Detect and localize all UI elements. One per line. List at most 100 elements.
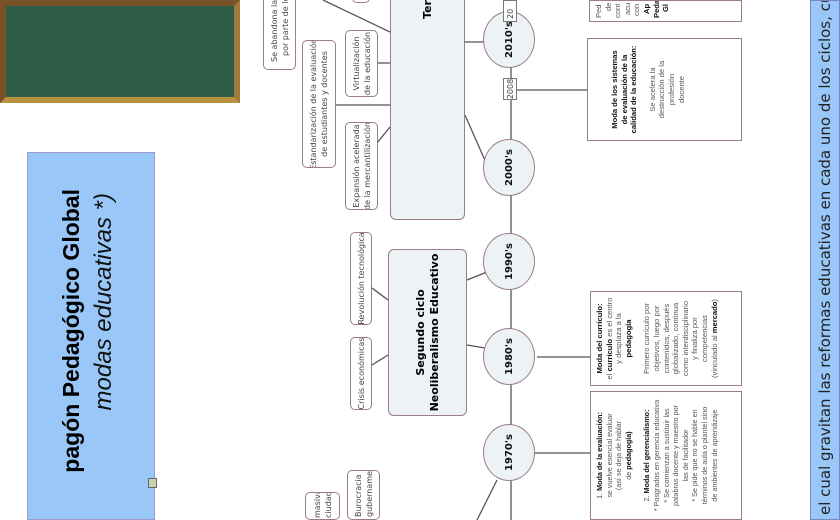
note-line: docente [676, 75, 686, 104]
decade-label: 1990's [503, 243, 515, 280]
connector-expansion [376, 126, 391, 144]
tag-line: Se abandona la ag [269, 0, 279, 62]
tag-line: de la educación [362, 31, 372, 96]
note-text: ) [709, 299, 719, 302]
note-line: como interdisciplinario [680, 300, 690, 377]
note-line: destrucción de la [657, 60, 667, 119]
note-line: globalizado, continua [671, 302, 681, 375]
decade-2000s: 2000's [483, 139, 535, 196]
note-bold: pedagogía [623, 319, 633, 358]
note-text: (vinculado al [709, 333, 719, 378]
note-line: de [603, 2, 613, 11]
title-box: pagón Pedagógico Global modas educativas… [27, 152, 155, 520]
tag-line: Revolución tecnológica [356, 232, 366, 325]
tag-line: de la mercantilización [362, 122, 372, 210]
decade-1970s: 1970's [483, 424, 535, 481]
title-main: pagón Pedagógico Global [58, 189, 84, 473]
decade-label: 2010's [503, 21, 515, 58]
note-heading: Moda de la evaluación: [595, 412, 604, 491]
note-curriculo: Moda del currículo: el currículo es el c… [590, 291, 742, 386]
note-line: competencias [699, 315, 709, 362]
connector-1970-down [476, 479, 498, 520]
note-bold: pedagogía [623, 433, 633, 470]
embedded-object-icon[interactable] [148, 478, 157, 488]
note-line: * Se comienzan a sustituir las [661, 408, 671, 503]
note-line: * Se pide que no se hable en [690, 409, 700, 502]
tag-line: de estudiantes y docentes [320, 51, 329, 157]
note-text: 1. [595, 490, 604, 499]
connector-crisis [371, 354, 389, 366]
decade-1990s: 1990's [483, 233, 535, 290]
connector-1990-segundo [466, 271, 488, 281]
note-line: Ap [641, 3, 651, 14]
note-line: palabras docente y maestro por [671, 404, 681, 507]
year-mark-2008: 2008 [503, 78, 517, 100]
tag-abandona: Se abandona la ag por parte de los [263, 0, 296, 70]
tag-line: Estandarización de la evaluación [309, 40, 318, 168]
note-line: acu [622, 2, 632, 15]
tag-revolucion: Revolución tecnológica [350, 232, 372, 325]
note-heading: de evaluación de la [619, 54, 629, 125]
note-line: cont [613, 3, 623, 18]
note-bold: mercado [709, 301, 719, 334]
note-line: Primero currículo por [642, 303, 652, 374]
note-line: términos de aula o plantel sino [699, 406, 709, 505]
tag-crisis: Crisis económicas [350, 337, 372, 410]
connector-2000-tercer [464, 114, 488, 166]
note-line: de ambientes de aprendizaje [709, 409, 719, 502]
tag-burocracia: Burocracia gubernamental [347, 470, 380, 520]
second-cycle-box: Segundo ciclo Neoliberalismo Educativo [388, 249, 467, 416]
tag-line: Crisis económicas [356, 337, 366, 410]
note-heading: Moda del currículo: [595, 303, 604, 374]
connector-1980-segundo [466, 344, 486, 349]
note-line: Gl [661, 3, 671, 12]
note-sistemas-evaluacion: Moda de los sistemas de evaluación de la… [587, 38, 742, 141]
decade-label: 1970's [503, 434, 515, 471]
connector-revolucion [371, 287, 389, 301]
tag-line: Virtualización [351, 36, 361, 91]
third-cycle-box: Tercer ciclo [390, 0, 465, 220]
note-line: Se acelera la [647, 67, 657, 112]
note-text: de [623, 469, 633, 480]
title-subtitle: modas educativas *) [90, 193, 117, 411]
note-line: las de facilitador [680, 429, 690, 482]
tag-expansion: Expansión acelerada de la mercantilizaci… [345, 122, 378, 210]
note-top-partial: Ped de cont acu con Ap Peda Gl [589, 0, 742, 22]
note-line: con [632, 3, 642, 16]
note-text: ) [623, 431, 633, 434]
decade-1980s: 1980's [483, 328, 535, 385]
year-mark-partial: 20 [503, 0, 517, 22]
note-line: se vuelve esencial evaluar [604, 413, 614, 498]
note-line: Peda [651, 0, 661, 18]
tag-virtualizacion: Virtualización de la educación [345, 30, 378, 97]
note-text: 2. [642, 493, 652, 502]
note-text: es el centro [604, 297, 614, 339]
tag-line: Expansión acelerada [351, 124, 361, 208]
note-text: el [604, 371, 614, 380]
second-cycle-subtitle: Neoliberalismo Educativo [427, 253, 441, 412]
decade-label: 1980's [503, 338, 515, 375]
note-line: objetivos, luego por [651, 305, 661, 372]
note-line: profesión [666, 73, 676, 106]
note-bold: currículo [604, 338, 614, 372]
tag-masiva: masiva ciudad [305, 492, 340, 520]
note-line: contenidos, después [661, 303, 671, 374]
note-heading: calidad de la educación: [629, 45, 639, 134]
tag-line: ciudad [323, 492, 333, 518]
footer-description-bar: el cual gravitan las reformas educativas… [810, 0, 840, 520]
tag-line: gubernamental [364, 470, 374, 517]
connector-abandona [322, 0, 391, 33]
tag-estandarizacion: Estandarización de la evaluación de estu… [302, 40, 336, 168]
tag-line: por parte de los [280, 0, 290, 56]
note-line: Ped [594, 4, 603, 18]
tag-line: Burocracia [353, 474, 363, 517]
chalkboard-image [0, 0, 240, 103]
note-line: y desplaza a la [614, 313, 624, 364]
decade-label: 2000's [503, 149, 515, 186]
third-cycle-label: Tercer ciclo [421, 0, 435, 19]
note-line: y finaliza por [690, 317, 700, 360]
note-heading: Moda del gerencialismo: [642, 409, 652, 494]
note-line: * Posgrados en gerencia educativa [651, 399, 661, 512]
second-cycle-title: Segundo ciclo [413, 289, 427, 376]
